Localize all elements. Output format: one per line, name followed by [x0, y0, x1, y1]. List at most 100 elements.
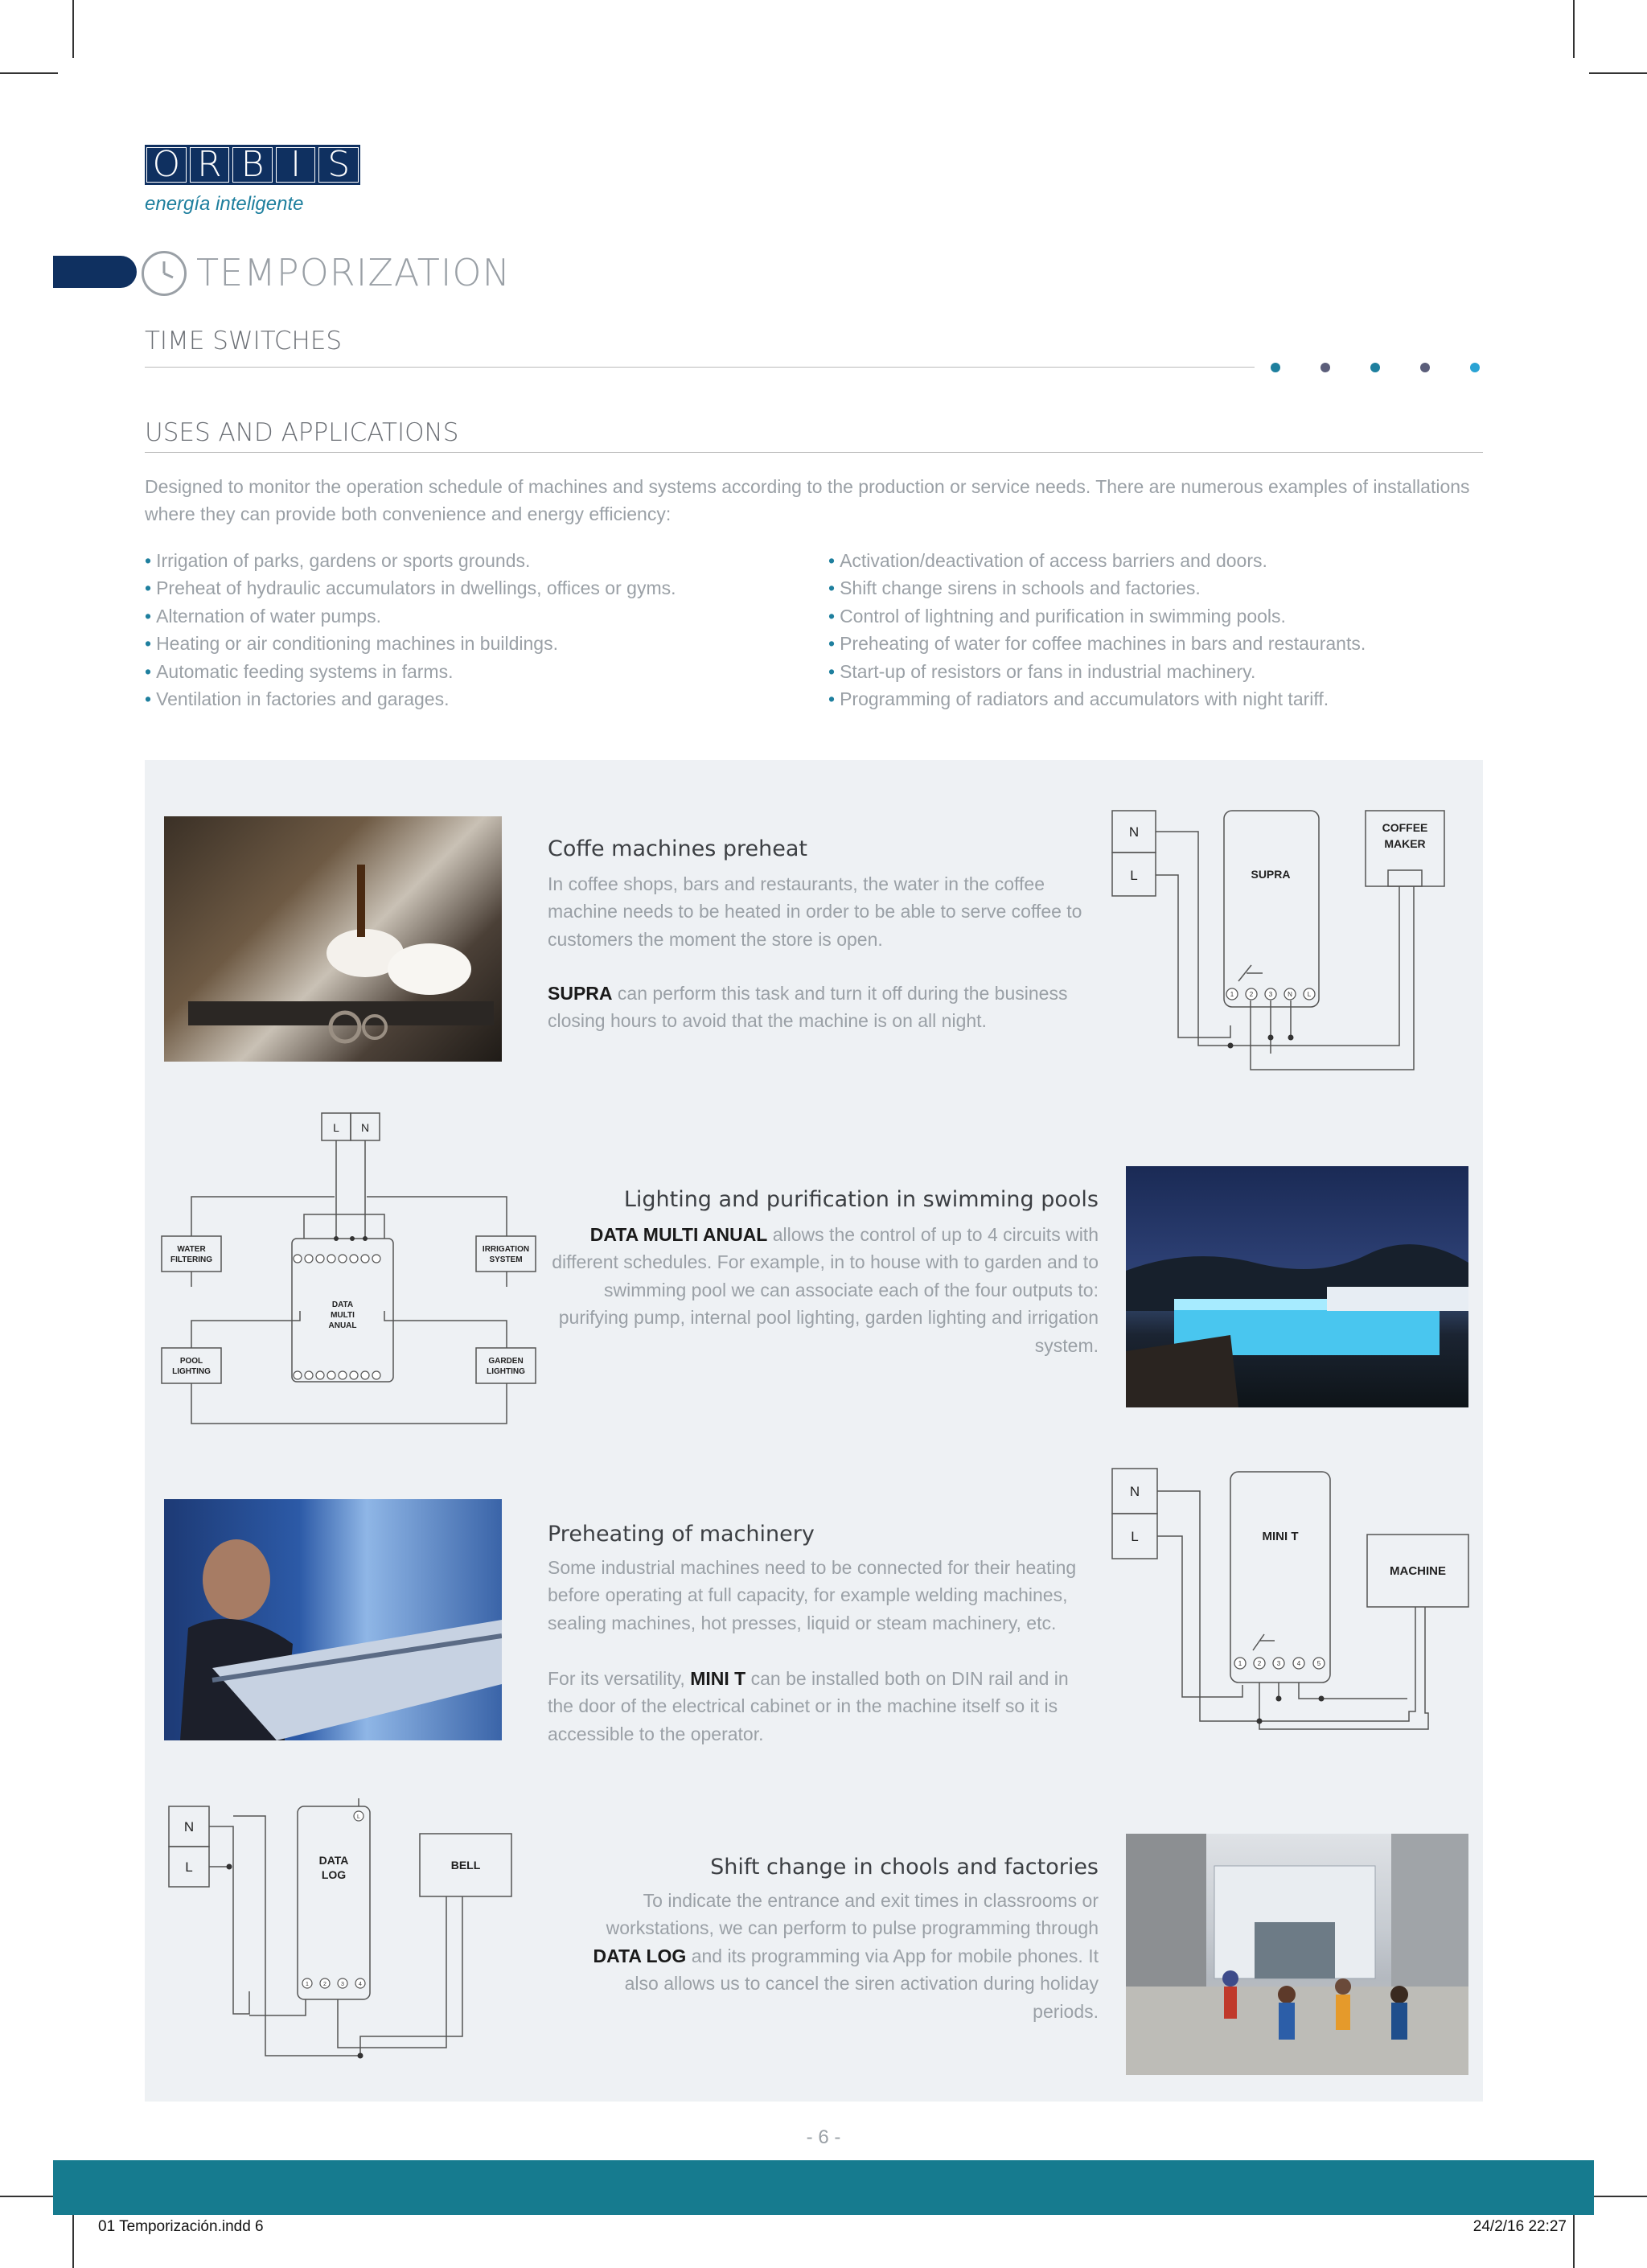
slug-date: 24/2/16 22:27: [1472, 2218, 1567, 2235]
school-text-body: To indicate the entrance and exit times …: [606, 1890, 1099, 1939]
diagram-label-l: L: [333, 1121, 339, 1134]
diagram-device-label: DATA: [319, 1854, 349, 1867]
list-item: Irrigation of parks, gardens or sports g…: [145, 547, 812, 574]
list-item: Activation/deactivation of access barrie…: [828, 547, 1488, 574]
terminal-label: 5: [1317, 1660, 1321, 1667]
decor-dot: [1320, 363, 1330, 372]
pool-text: DATA MULTI ANUAL allows the control of u…: [548, 1221, 1099, 1359]
terminal-label: 4: [359, 1982, 362, 1987]
diagram-load-label: WATER: [177, 1245, 206, 1254]
uses-intro: Designed to monitor the operation schedu…: [145, 476, 1470, 524]
diagram-load-label: COFFEE: [1382, 821, 1428, 834]
list-item: Heating or air conditioning machines in …: [145, 630, 812, 657]
section-title: TEMPORIZATION: [196, 251, 511, 294]
diagram-load-label: BELL: [451, 1859, 481, 1872]
diagram-label-n: N: [361, 1121, 369, 1134]
machinery-text: Some industrial machines need to be conn…: [548, 1557, 1077, 1633]
list-item: Start-up of resistors or fans in industr…: [828, 658, 1488, 685]
diagram-load-label: MACHINE: [1390, 1564, 1446, 1578]
coffee-title: Coffe machines preheat: [548, 836, 807, 861]
diagram-label-n: N: [184, 1819, 194, 1835]
diagram-label-l: L: [185, 1859, 192, 1875]
diagram-device-label: ANUAL: [329, 1321, 357, 1330]
diagram-label-l: L: [1130, 868, 1137, 883]
crop-mark: [0, 2196, 58, 2197]
diagram-load-label: GARDEN: [488, 1357, 523, 1366]
decor-dot: [1271, 363, 1280, 372]
crop-mark: [72, 0, 74, 58]
coffee-text: In coffee shops, bars and restaurants, t…: [548, 873, 1082, 950]
subsection-title: TIME SWITCHES: [145, 327, 343, 355]
uses-list-left: Irrigation of parks, gardens or sports g…: [145, 547, 812, 713]
terminal-label: 3: [1277, 1660, 1281, 1667]
orbis-logo: O R B I S: [145, 145, 360, 185]
terminal-label: 1: [306, 1982, 309, 1987]
coffee-text-2: SUPRA can perform this task and turn it …: [548, 980, 1103, 1035]
slug-file: 01 Temporización.indd 6: [98, 2218, 264, 2235]
product-name: DATA LOG: [593, 1945, 687, 1966]
machinery-title: Preheating of machinery: [548, 1522, 815, 1547]
decor-dot: [1370, 363, 1380, 372]
diagram-load-label: LIGHTING: [172, 1367, 211, 1376]
crop-mark: [0, 72, 58, 74]
terminal-label: L: [1308, 991, 1312, 998]
school-text-body-2: and its programming via App for mobile p…: [624, 1945, 1099, 2022]
pool-title: Lighting and purification in swimming po…: [623, 1187, 1099, 1212]
coffee-machine-photo: [164, 816, 502, 1062]
industrial-worker-photo: [164, 1499, 503, 1740]
school-title: Shift change in chools and factories: [710, 1855, 1099, 1880]
terminal-label: 2: [323, 1982, 327, 1987]
crop-mark: [1573, 2210, 1575, 2268]
diagram-load-label: MAKER: [1384, 837, 1425, 850]
page-number: - 6 -: [806, 2126, 841, 2148]
diagram-device-label: LOG: [322, 1868, 346, 1881]
terminal-label: 3: [1269, 991, 1273, 998]
supra-wiring-diagram: N L SUPRA COFFEE MAKER 1 2 3 N L: [1111, 810, 1445, 1070]
swimming-pool-photo: [1126, 1166, 1468, 1407]
crop-mark: [1589, 72, 1647, 74]
terminal-label: 1: [1230, 991, 1234, 998]
logo-letter: I: [275, 147, 316, 183]
list-item: Preheating of water for coffee machines …: [828, 630, 1488, 657]
pool-text-body: allows the control of up to 4 circuits w…: [552, 1224, 1099, 1356]
brand-tagline: energía inteligente: [145, 193, 304, 215]
diagram-label-l: L: [1131, 1529, 1138, 1544]
crop-mark: [1589, 2196, 1647, 2197]
diagram-load-label: POOL: [180, 1357, 203, 1366]
school-children-photo: [1126, 1834, 1468, 2075]
diagram-load-label: IRRIGATION: [483, 1245, 529, 1254]
diagram-load-label: FILTERING: [170, 1255, 212, 1264]
diagram-device-label: MULTI: [331, 1311, 355, 1320]
decor-dot: [1420, 363, 1430, 372]
decor-dot: [1470, 363, 1480, 372]
terminal-label: 4: [1297, 1660, 1301, 1667]
uses-title: USES AND APPLICATIONS: [145, 418, 459, 447]
terminal-label: 2: [1250, 991, 1254, 998]
product-name: MINI T: [690, 1668, 746, 1689]
section-tab-bar: [53, 256, 137, 288]
diagram-label-n: N: [1130, 1484, 1140, 1499]
product-name: SUPRA: [548, 983, 613, 1004]
diagram-load-label: SYSTEM: [489, 1255, 522, 1264]
data-multi-anual-wiring-diagram: L N DATA MULTI ANUAL WATER FILTERING IRR…: [161, 1112, 536, 1424]
list-item: Alternation of water pumps.: [145, 602, 812, 630]
divider: [145, 367, 1255, 368]
product-name: DATA MULTI ANUAL: [589, 1224, 768, 1245]
list-item: Control of lightning and purification in…: [828, 602, 1488, 630]
diagram-device-label: SUPRA: [1251, 868, 1290, 881]
logo-letter: O: [146, 147, 187, 183]
terminal-label: 1: [1238, 1660, 1242, 1667]
crop-mark: [1573, 0, 1575, 58]
machinery-text-2a: For its versatility,: [548, 1668, 691, 1689]
clock-24-icon: [142, 251, 187, 296]
list-item: Ventilation in factories and garages.: [145, 685, 812, 713]
terminal-label: N: [1288, 991, 1292, 998]
school-text: To indicate the entrance and exit times …: [563, 1887, 1099, 2025]
list-item: Programming of radiators and accumulator…: [828, 685, 1488, 713]
mini-t-wiring-diagram: N L MINI T MACHINE 1 2 3 4 5: [1111, 1468, 1469, 1730]
uses-list-right: Activation/deactivation of access barrie…: [828, 547, 1488, 713]
diagram-load-label: LIGHTING: [487, 1367, 525, 1376]
crop-mark: [72, 2210, 74, 2268]
diagram-label-n: N: [1129, 824, 1139, 840]
list-item: Shift change sirens in schools and facto…: [828, 574, 1488, 602]
